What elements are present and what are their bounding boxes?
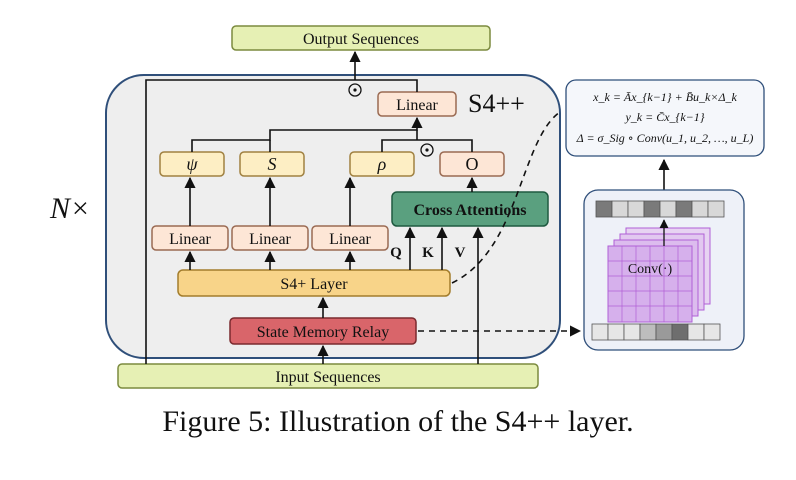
v-label: V: [455, 245, 466, 261]
hadamard-1-dot: [353, 88, 357, 92]
top-linear-label: Linear: [396, 97, 438, 114]
s4pp-diagram: N× S4++ Output Sequences Input Sequences…: [49, 25, 765, 389]
merge-to-top-linear: [191, 116, 423, 152]
input-sequences-label: Input Sequences: [275, 369, 380, 386]
connectors: [145, 50, 670, 364]
equation-3: Δ = σ_Sig ∘ Conv(u_1, u_2, …, u_L): [576, 131, 754, 145]
equation-1: x_k = Āx_{k−1} + B̄u_k×Δ_k: [592, 90, 737, 104]
linear-2-label: Linear: [249, 231, 291, 248]
hadamard-2-icon: [420, 143, 434, 157]
input-sequences-box: [117, 363, 539, 389]
hadamard-2-dot: [425, 148, 429, 152]
s4plus-layer-label: S4+ Layer: [280, 276, 348, 293]
rho-o-merge: [381, 139, 473, 152]
equation-panel: [565, 79, 765, 157]
k-label: K: [422, 245, 434, 261]
top-linear-line: [355, 79, 418, 92]
residual-line: [145, 79, 355, 364]
o-label: O: [466, 154, 479, 174]
psi-label: ψ: [186, 154, 198, 174]
conv-input-tokens: [591, 323, 721, 341]
linear-3-label: Linear: [329, 231, 371, 248]
s-label: S: [268, 154, 277, 174]
output-sequences-box: [231, 25, 491, 51]
output-sequences-label: Output Sequences: [303, 31, 419, 48]
s4plus-layer-box: [177, 269, 451, 297]
repeat-label: N×: [49, 192, 90, 225]
cross-attentions-box: [391, 191, 549, 227]
q-label: Q: [390, 245, 402, 261]
rho-label: ρ: [377, 154, 387, 174]
linear-1-label: Linear: [169, 231, 211, 248]
s4-dashed-curve: [451, 111, 561, 284]
s-box: [239, 151, 305, 177]
conv-label: Conv(·): [628, 262, 673, 277]
conv-kernel-grid: [608, 246, 692, 322]
cross-attentions-label: Cross Attentions: [413, 202, 526, 219]
block-title: S4++: [468, 89, 525, 118]
equation-2: y_k = C̄x_{k−1}: [624, 110, 704, 124]
state-memory-relay-label: State Memory Relay: [257, 324, 389, 341]
conv-output-tokens: [595, 200, 725, 218]
hadamard-1-icon: [348, 83, 362, 97]
figure-caption: Figure 5: Illustration of the S4++ layer…: [162, 405, 634, 438]
